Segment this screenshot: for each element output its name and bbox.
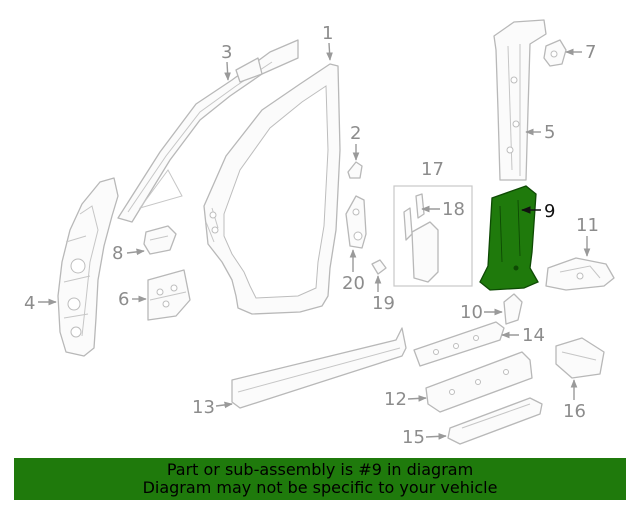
banner-line-disclaimer: Diagram may not be specific to your vehi… — [142, 478, 498, 497]
callout-5: 5 — [525, 122, 555, 143]
callout-12: 12 — [384, 389, 427, 410]
svg-text:18: 18 — [442, 199, 465, 220]
part-7-bracket — [543, 39, 567, 67]
part-1-body-side-frame — [203, 63, 341, 315]
part-10-bracket — [503, 293, 523, 325]
part-6-reinforcement — [147, 269, 191, 321]
callout-3: 3 — [221, 42, 232, 81]
svg-text:6: 6 — [118, 289, 129, 310]
callout-14: 14 — [501, 325, 545, 346]
part-12-sill — [425, 351, 533, 413]
svg-text:19: 19 — [372, 293, 395, 314]
callout-11: 11 — [576, 215, 599, 257]
part-17-kit-box — [393, 185, 473, 287]
svg-text:9: 9 — [544, 201, 555, 222]
part-9-b-pillar-trim — [479, 185, 539, 291]
part-19-plug — [371, 259, 387, 275]
callout-7: 7 — [565, 42, 596, 63]
svg-text:4: 4 — [24, 293, 35, 314]
svg-text:11: 11 — [576, 215, 599, 236]
callout-8: 8 — [112, 243, 145, 264]
part-13-rocker-panel — [231, 327, 407, 409]
svg-text:1: 1 — [322, 23, 333, 44]
svg-text:13: 13 — [192, 397, 215, 418]
callout-15: 15 — [402, 427, 447, 448]
svg-text:12: 12 — [384, 389, 407, 410]
callout-19: 19 — [372, 275, 395, 314]
part-4-a-pillar-inner — [57, 177, 119, 357]
svg-text:5: 5 — [544, 122, 555, 143]
banner-line-part: Part or sub-assembly is #9 in diagram — [166, 460, 474, 479]
callout-1: 1 — [322, 23, 333, 61]
part-3-windshield-pillar — [117, 39, 299, 223]
part-15-floor-member — [447, 397, 543, 445]
callout-20: 20 — [342, 249, 365, 294]
part-info-banner: Part or sub-assembly is #9 in diagram Di… — [14, 458, 626, 500]
callout-13: 13 — [192, 397, 233, 418]
part-20-hinge-plate — [345, 195, 367, 249]
svg-text:7: 7 — [585, 42, 596, 63]
part-5-b-pillar — [493, 19, 547, 181]
part-14-rail — [413, 321, 505, 367]
callout-9: 9 — [521, 201, 555, 222]
callout-2: 2 — [350, 123, 361, 161]
svg-text:15: 15 — [402, 427, 425, 448]
svg-text:17: 17 — [421, 159, 444, 180]
svg-text:10: 10 — [460, 302, 483, 323]
callout-17: 17 — [421, 159, 444, 180]
part-2-clip — [347, 161, 363, 179]
part-8-bracket — [143, 225, 177, 255]
part-11-bracket-assembly — [545, 257, 615, 291]
svg-text:16: 16 — [563, 401, 586, 422]
parts-diagram: 1 2 3 4 5 6 7 8 9 10 11 12 — [24, 19, 615, 448]
callout-6: 6 — [118, 289, 147, 310]
svg-text:14: 14 — [522, 325, 545, 346]
callout-18: 18 — [421, 199, 465, 220]
svg-text:2: 2 — [350, 123, 361, 144]
svg-text:8: 8 — [112, 243, 123, 264]
part-16-bracket — [555, 337, 605, 379]
callout-4: 4 — [24, 293, 57, 314]
callout-16: 16 — [563, 379, 586, 422]
callout-10: 10 — [460, 302, 503, 323]
svg-text:20: 20 — [342, 273, 365, 294]
svg-text:3: 3 — [221, 42, 232, 63]
